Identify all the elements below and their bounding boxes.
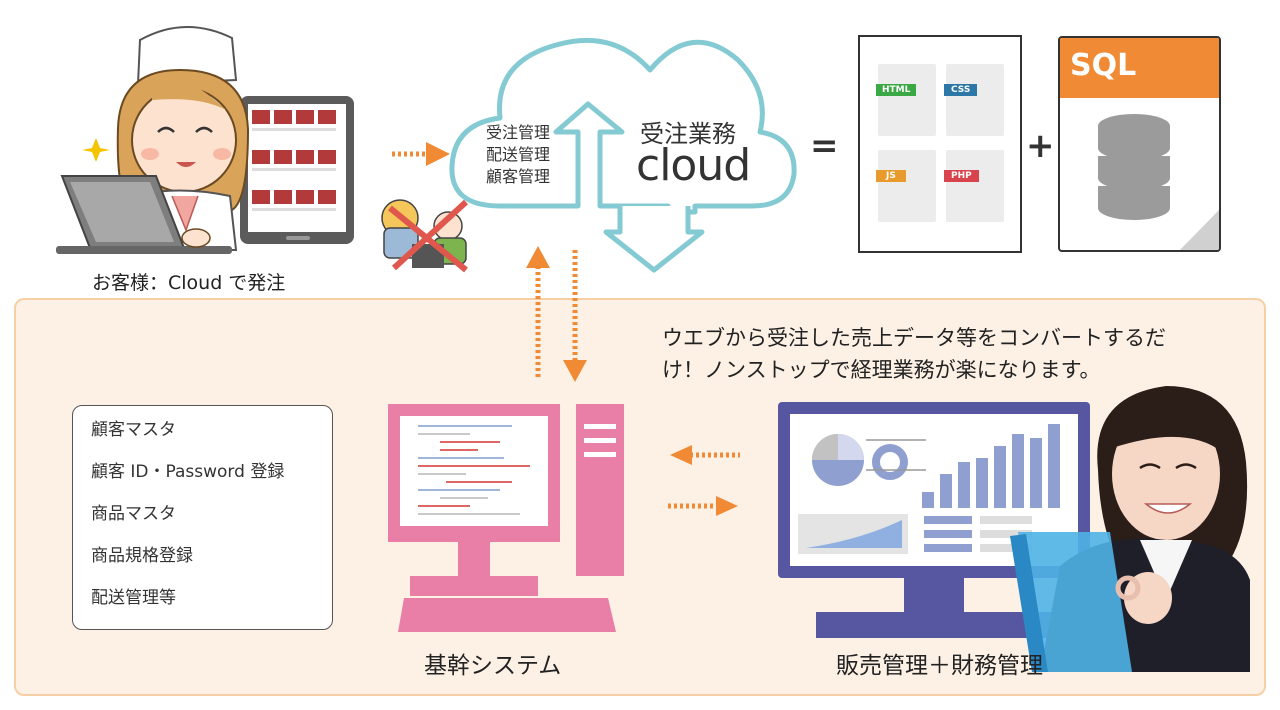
core-system-computer	[388, 404, 624, 632]
js-file-card: JS	[876, 150, 936, 222]
cloud-shape	[449, 37, 797, 273]
master-item: 商品マスタ	[91, 504, 176, 524]
html-file-tag: HTML	[876, 84, 917, 96]
no-manual-work-icon	[381, 199, 469, 273]
order-arrow	[392, 142, 450, 166]
plus-sign: +	[1026, 126, 1055, 166]
sql-header: SQL	[1060, 38, 1219, 98]
sync-arrows	[526, 246, 587, 382]
master-data-box: 顧客マスタ 顧客 ID・Password 登録 商品マスタ 商品規格登録 配送管…	[72, 405, 333, 630]
css-file-card: CSS	[944, 64, 1004, 136]
businesswoman-photo	[1010, 386, 1250, 672]
sales-system-label: 販売管理＋財務管理	[836, 653, 1043, 679]
php-file-card: PHP	[944, 150, 1004, 222]
cloud-title: 受注業務	[640, 120, 736, 148]
equals-sign: =	[810, 126, 839, 166]
cloud-function-list: 受注管理 配送管理 顧客管理	[486, 122, 550, 188]
master-item: 配送管理等	[91, 588, 176, 608]
callout-line-1: ウエブから受注した売上データ等をコンバートするだ	[662, 326, 1166, 350]
sql-database-card: SQL	[1058, 36, 1221, 252]
sql-label: SQL	[1070, 48, 1137, 83]
master-item: 顧客マスタ	[91, 420, 176, 440]
database-icon	[1098, 114, 1219, 250]
exchange-arrows	[668, 445, 740, 516]
master-item: 商品規格登録	[91, 546, 193, 566]
core-system-label: 基幹システム	[424, 653, 562, 679]
js-file-tag: JS	[876, 170, 906, 182]
cloud-function-item: 配送管理	[486, 145, 551, 164]
callout-line-2: け！ノンストップで経理業務が楽になります。	[662, 358, 1101, 382]
customer-illustration	[56, 26, 354, 254]
customer-caption: お客様：Cloud で発注	[92, 272, 286, 294]
master-item: 顧客 ID・Password 登録	[91, 462, 285, 482]
cloud-brand: cloud	[636, 140, 751, 191]
cloud-function-item: 受注管理	[486, 123, 551, 142]
php-file-tag: PHP	[944, 170, 979, 182]
html-file-card: HTML	[876, 64, 936, 136]
cloud-function-item: 顧客管理	[486, 167, 551, 186]
css-file-tag: CSS	[944, 84, 978, 96]
